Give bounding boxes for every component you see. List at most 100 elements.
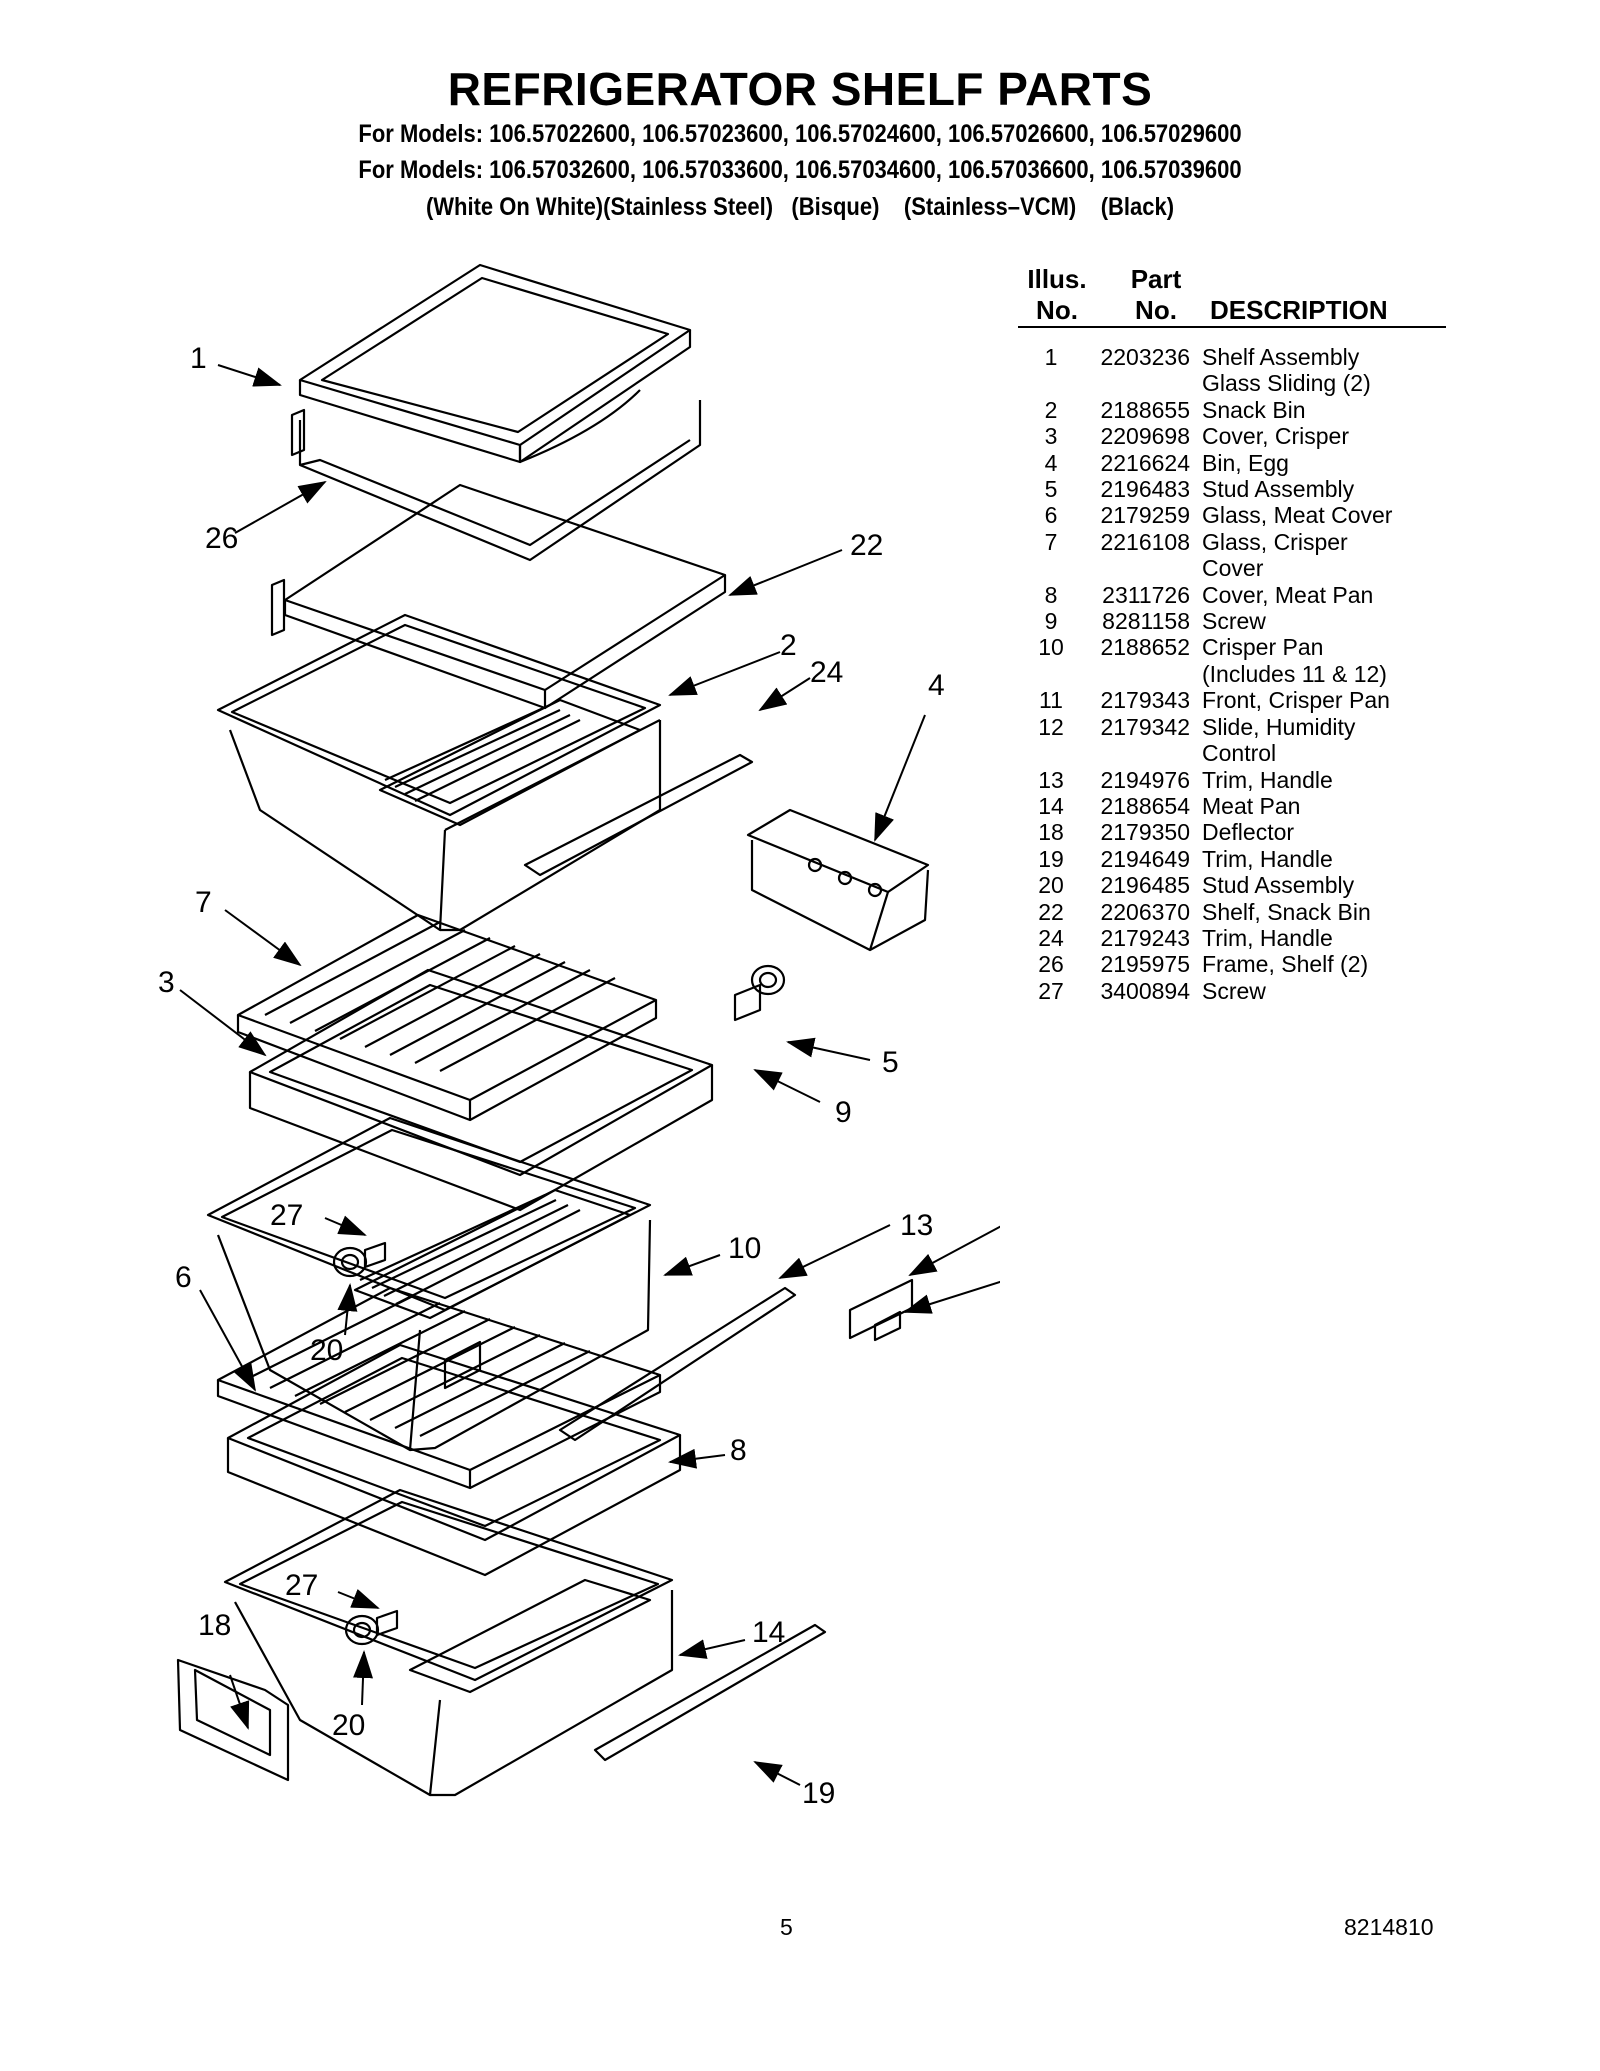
- illus-no-cell: 26: [1038, 951, 1064, 978]
- illus-no-cell: 6: [1044, 502, 1058, 529]
- callout-20-upper: 20: [310, 1334, 343, 1367]
- callout-2: 2: [780, 629, 797, 662]
- glass-crisper-cover: [236, 913, 658, 1122]
- part-no-cell: 8281158: [1102, 608, 1190, 635]
- callout-13: 13: [900, 1209, 933, 1242]
- snack-bin: [216, 613, 662, 932]
- callout-19: 19: [802, 1777, 835, 1810]
- illus-no-cell: 9: [1044, 608, 1058, 635]
- part-no-cell: 2188654: [1100, 792, 1190, 819]
- table-row: 22 2206370 Shelf, Snack Bin: [1018, 899, 1458, 925]
- part-no-cell: 2179243: [1100, 924, 1190, 951]
- illus-no-cell: 3: [1044, 423, 1058, 450]
- part-no-cell: 2311726: [1102, 581, 1190, 608]
- part-no-cell: 2179350: [1100, 819, 1190, 846]
- description-cell: Stud Assembly: [1202, 872, 1355, 899]
- description-cell: Cover, Meat Pan: [1202, 581, 1374, 608]
- table-row: 14 2188654 Meat Pan: [1018, 793, 1458, 819]
- callout-5: 5: [882, 1046, 899, 1079]
- illus-no-cell: 27: [1038, 977, 1064, 1004]
- trim-handle-13: [558, 1286, 797, 1442]
- illus-no-cell: 24: [1038, 924, 1064, 951]
- illus-no-cell: 7: [1044, 528, 1058, 555]
- column-header-part-no: Part No.: [1106, 264, 1206, 326]
- part-no-cell: 2203236: [1100, 344, 1190, 370]
- trim-handle-19: [593, 1623, 827, 1762]
- part-no-cell: 2196483: [1100, 476, 1190, 503]
- part-no-cell: 2195975: [1100, 951, 1190, 978]
- color-variants-line: (White On White)(Stainless Steel) (Bisqu…: [425, 193, 1175, 221]
- part-no-cell: 3400894: [1100, 977, 1190, 1004]
- callout-1: 1: [190, 342, 207, 375]
- description-cell: Front, Crisper Pan: [1202, 687, 1390, 714]
- callout-18: 18: [198, 1609, 231, 1642]
- illus-header-line-1: Illus.: [1027, 264, 1087, 294]
- illus-header-line-2: No.: [1036, 295, 1078, 325]
- shelf-assembly-glass-sliding: [298, 263, 692, 464]
- description-cell: Frame, Shelf (2): [1202, 951, 1369, 978]
- description-cell: Cover, Crisper: [1202, 423, 1349, 450]
- description-cell: Shelf, Snack Bin: [1202, 898, 1371, 925]
- callout-27-upper: 27: [270, 1199, 303, 1232]
- exploded-parts-diagram: 1 26 22 2 24 4 7 3 5 9 27 6 10 13 11 12 …: [0, 250, 1056, 1810]
- illus-no-cell: 14: [1038, 792, 1064, 819]
- column-header-description: DESCRIPTION: [1210, 295, 1388, 325]
- part-header-line-1: Part: [1130, 264, 1182, 294]
- column-header-illus-no: Illus. No.: [1012, 264, 1102, 326]
- table-row: 26 2195975 Frame, Shelf (2): [1018, 951, 1458, 977]
- stud-assembly-5: [750, 964, 786, 996]
- description-cell: Meat Pan: [1202, 792, 1301, 819]
- description-cell: Bin, Egg: [1202, 449, 1289, 476]
- crisper-front-humidity-slide: [848, 1278, 914, 1342]
- part-no-cell: 2196485: [1100, 872, 1190, 899]
- table-row: 8 2311726 Cover, Meat Pan: [1018, 582, 1458, 608]
- page-number: 5: [780, 1914, 793, 1940]
- description-cell: Screw: [1202, 977, 1266, 1004]
- callout-20-lower: 20: [332, 1709, 365, 1742]
- part-no-cell: 2216624: [1100, 449, 1190, 476]
- part-no-cell: 2179342: [1100, 713, 1190, 740]
- callout-7: 7: [195, 886, 212, 919]
- shelf-snack-bin: [270, 483, 727, 710]
- part-no-cell: 2194649: [1100, 845, 1190, 872]
- glass-meat-cover: [216, 1286, 662, 1490]
- meat-pan: [223, 1488, 674, 1797]
- illus-no-cell: 10: [1038, 634, 1064, 661]
- models-line-2: For Models: 106.57032600, 106.57033600, …: [358, 156, 1242, 184]
- part-no-cell: 2206370: [1100, 898, 1190, 925]
- illus-no-cell: 13: [1038, 766, 1064, 793]
- illus-no-cell: 22: [1038, 898, 1064, 925]
- part-no-cell: 2179259: [1100, 502, 1190, 529]
- illus-no-cell: 19: [1038, 845, 1064, 872]
- callout-14: 14: [752, 1616, 785, 1649]
- callout-4: 4: [928, 669, 945, 702]
- illus-no-cell: 2: [1044, 396, 1058, 423]
- egg-bin: [746, 808, 930, 952]
- trim-handle-24: [523, 753, 754, 877]
- screw-9: [733, 983, 762, 1022]
- description-cell: Trim, Handle: [1202, 845, 1333, 872]
- illus-no-cell: 11: [1039, 687, 1063, 714]
- callout-24: 24: [810, 656, 843, 689]
- callout-3: 3: [158, 966, 175, 999]
- illus-no-cell: 12: [1038, 713, 1064, 740]
- callout-27-lower: 27: [285, 1569, 318, 1602]
- callout-6: 6: [175, 1261, 192, 1294]
- models-line-1: For Models: 106.57022600, 106.57023600, …: [358, 120, 1242, 148]
- description-cell: Glass, Crisper Cover: [1202, 528, 1348, 582]
- illus-no-cell: 8: [1044, 581, 1058, 608]
- part-no-cell: 2188652: [1100, 634, 1190, 661]
- crisper-cover-frame: [248, 968, 714, 1212]
